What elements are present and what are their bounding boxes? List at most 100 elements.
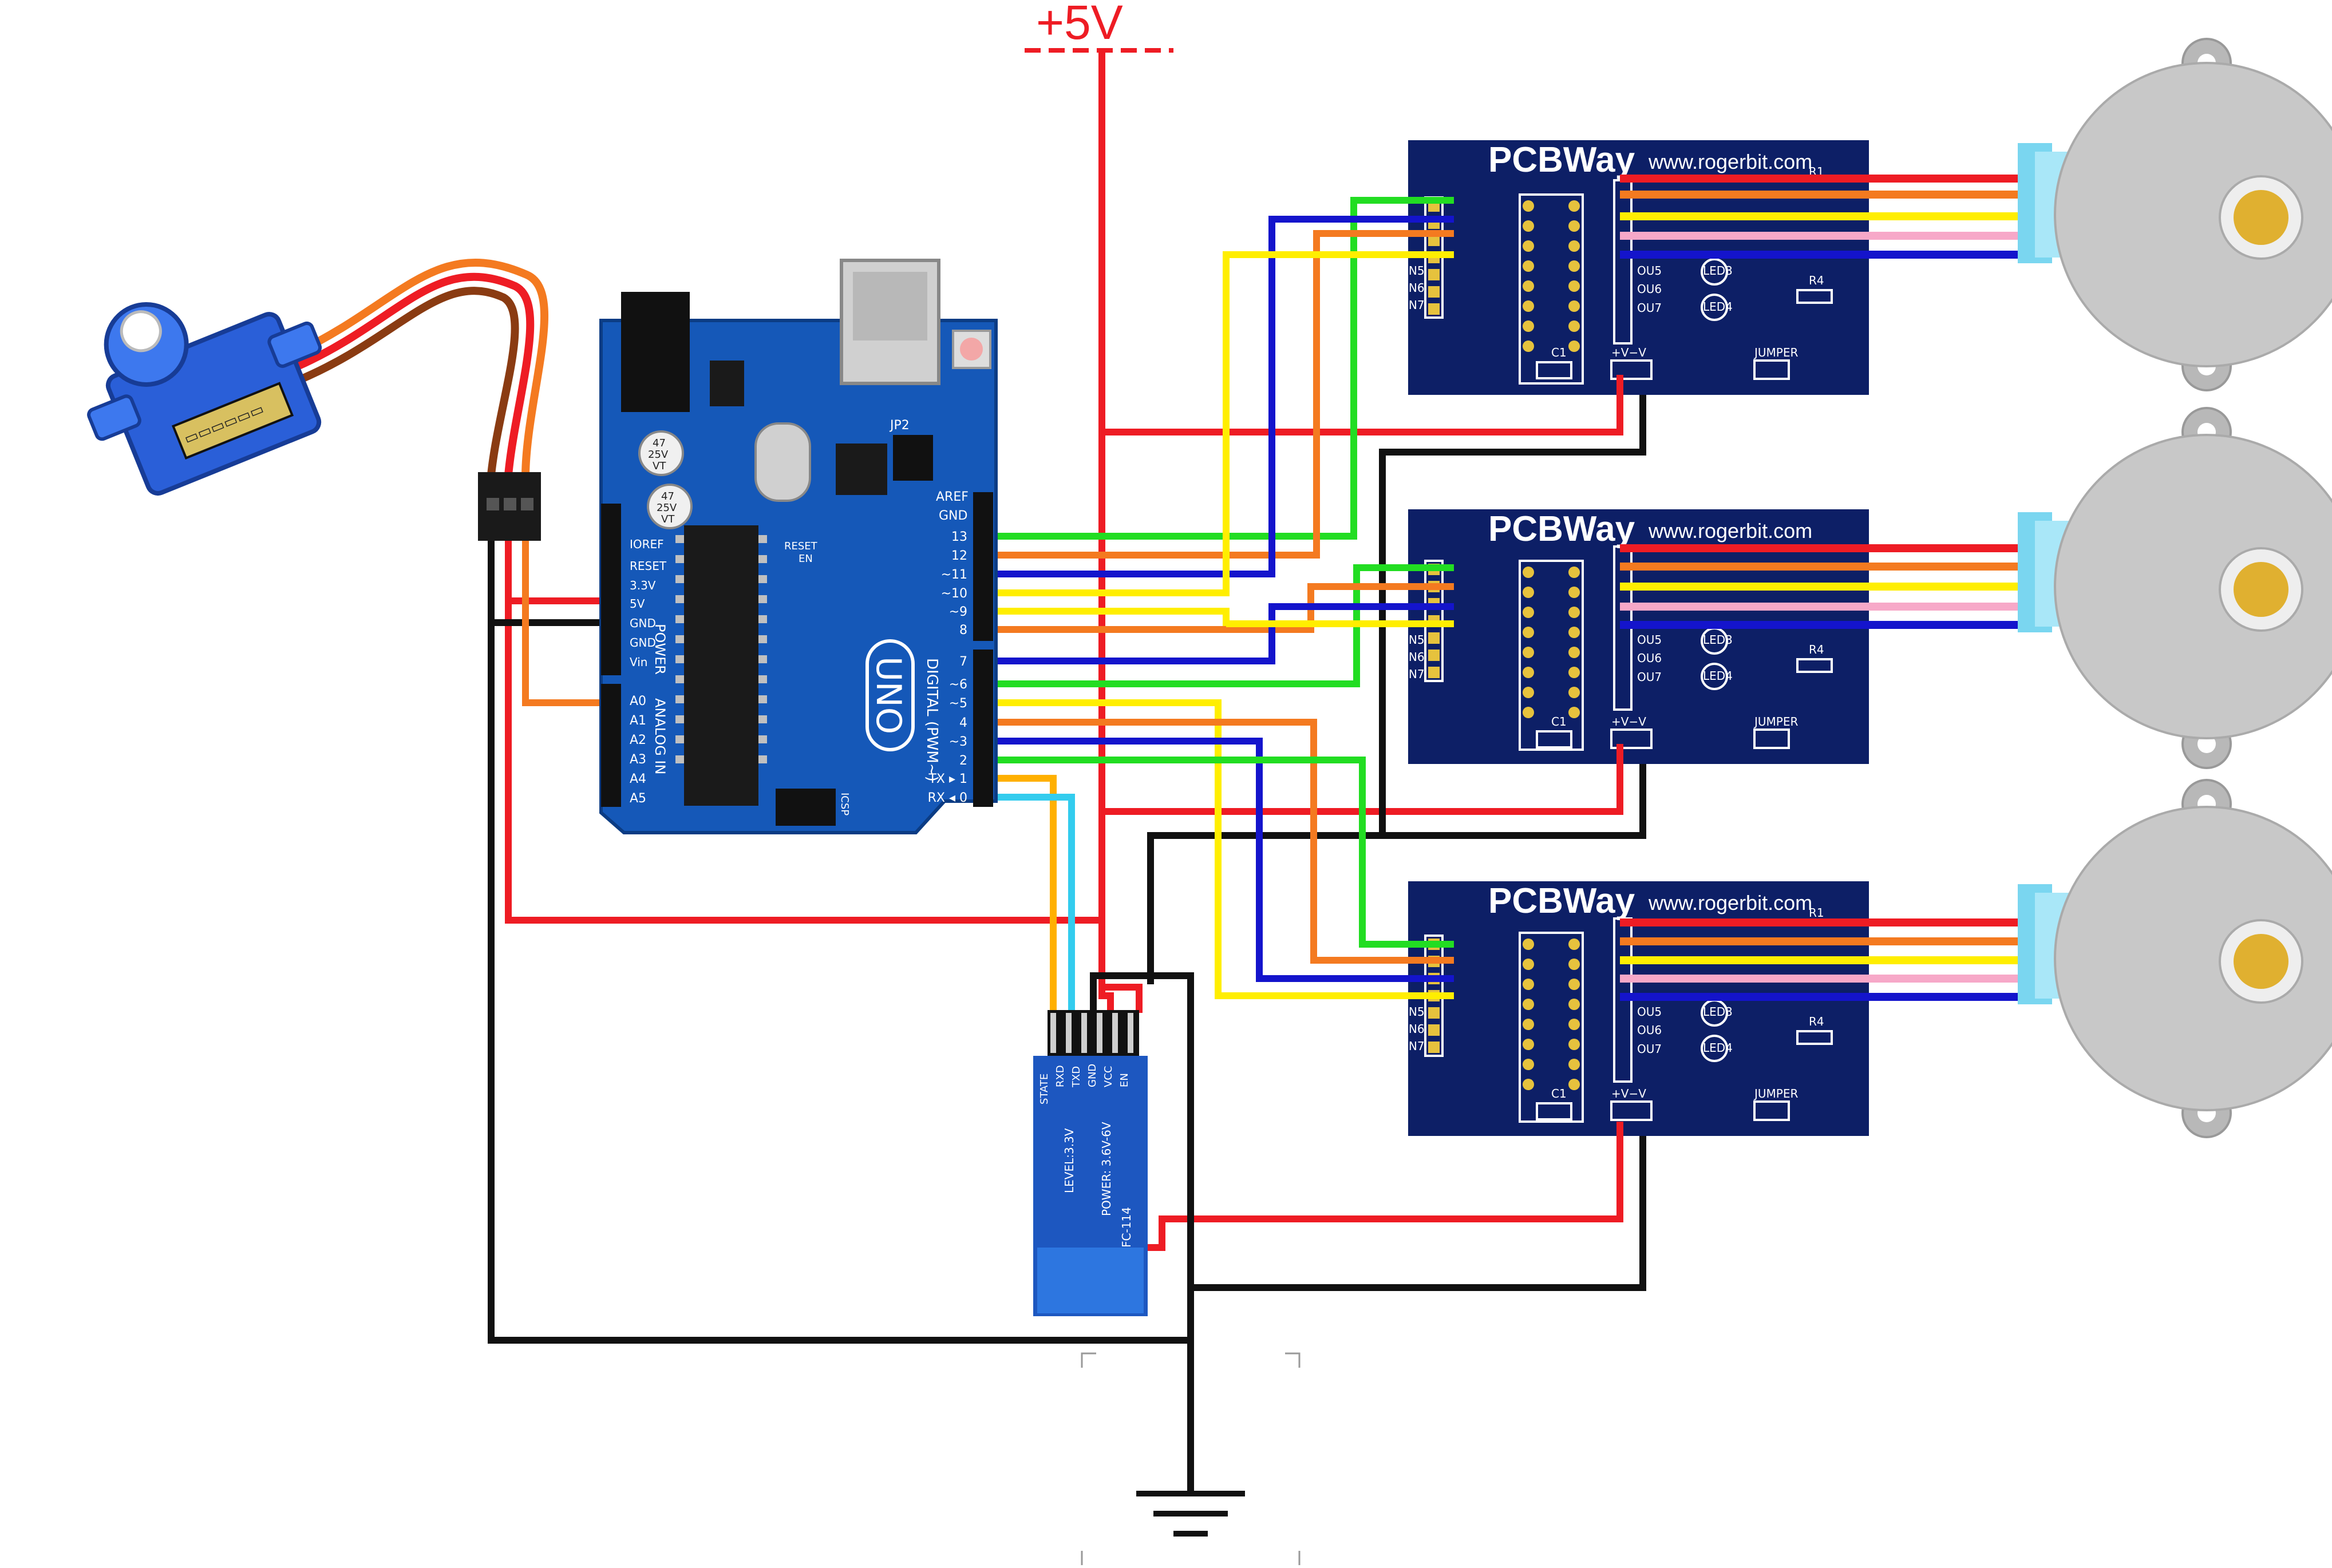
bt-model: FC-114 [1120,1207,1133,1248]
power-pin-3: GND [630,616,656,630]
jp2-header [893,435,933,481]
svg-text:+V−V: +V−V [1611,346,1646,359]
svg-text:OU7: OU7 [1637,301,1662,315]
regulator [710,361,744,406]
analog-pin-1: A1 [630,714,646,728]
svg-text:IN5: IN5 [1405,633,1425,647]
svg-text:OU5: OU5 [1637,633,1662,647]
analog-header [601,684,621,807]
analog-pin-0: A0 [630,694,646,708]
analog-pin-5: A5 [630,791,646,806]
svg-text:C1: C1 [1551,346,1567,359]
digital-pin-4: 4 [959,716,967,730]
crop-marks [1081,1352,1301,1565]
driver-1-brand: PCBWay [1488,140,1635,180]
crystal [754,422,811,502]
svg-text:R4: R4 [1809,1015,1824,1028]
power-pin-5: Vin [630,655,647,669]
servo-motor-icon: ▭▭▭▭▭▭ [87,302,322,496]
driver-2-brand: PCBWay [1488,509,1635,549]
digital-pin-10: ~10 [941,587,967,601]
driver-input-stubs [1218,197,1623,1219]
digital-pin-13: 13 [951,530,967,544]
bt-pin-state: STATE [1038,1074,1050,1104]
svg-text:IN6: IN6 [1405,281,1425,295]
analog-label: ANALOG IN [652,698,668,774]
dc-jack [621,292,690,412]
servo-cable-orange [296,258,549,476]
power-pin-1: 3.3V [630,579,656,592]
wire-5v-arduino [505,597,1102,924]
svg-text:+V−V: +V−V [1611,1087,1646,1100]
svg-text:IN6: IN6 [1405,650,1425,664]
digital-pin-11: ~11 [941,568,967,582]
stepper-motor-icon [2018,38,2332,1138]
wire-rx-cyan [985,794,1075,1013]
svg-text:JUMPER: JUMPER [1753,346,1798,359]
svg-text:R4: R4 [1809,274,1824,287]
svg-text:LED4: LED4 [1703,300,1733,314]
analog-pin-4: A4 [630,772,646,786]
svg-text:OU6: OU6 [1637,1023,1662,1037]
svg-text:JUMPER: JUMPER [1753,715,1798,728]
svg-text:C1: C1 [1551,715,1567,728]
ground-symbol-icon [1136,1491,1245,1537]
svg-text:IN7: IN7 [1405,1039,1425,1053]
reset-en-label: RESET [784,540,818,552]
digital-header-upper [973,492,993,641]
wire-gnd-driver1 [1379,372,1646,839]
bt-pin-en: EN [1118,1073,1131,1087]
icsp-label: ICSP [839,793,851,815]
power-pin-4: GND [630,636,656,650]
stepper-motor-1 [2018,38,2332,391]
svg-text:C1: C1 [1551,1087,1567,1100]
svg-text:OU6: OU6 [1637,282,1662,296]
digital-pin-5: ~5 [949,696,967,711]
gnd-label: GND [939,509,967,523]
digital-pin-1: TX ▸ 1 [928,772,967,786]
digital-pin-2: 2 [959,754,967,768]
svg-text:VT: VT [653,460,666,472]
bt-level: LEVEL:3.3V [1062,1128,1076,1193]
analog-pin-2: A2 [630,733,646,747]
usb-controller-chip [836,444,887,495]
wire-gnd-driver2 [1147,832,1382,984]
bluetooth-module: STATE RXD TXD GND VCC EN LEVEL:3.3V POWE… [1033,1010,1148,1316]
wire-tx-yellow [985,775,1057,1013]
analog-pin-3: A3 [630,753,646,767]
wire-5v-bluetooth [1102,984,1143,1013]
driver-1-site: www.rogerbit.com [1648,150,1812,173]
svg-text:IN5: IN5 [1405,264,1425,278]
driver-3-brand: PCBWay [1488,881,1635,921]
svg-text:LED3: LED3 [1703,1005,1733,1019]
bt-power: POWER: 3.6V-6V [1100,1122,1113,1216]
svg-text:LED4: LED4 [1703,1041,1733,1055]
digital-pin-9: ~9 [949,605,967,619]
svg-text:OU7: OU7 [1637,1042,1662,1056]
digital-header-lower [973,650,993,807]
svg-text:IN5: IN5 [1405,1005,1425,1019]
svg-text:47: 47 [653,437,666,449]
atmega-pins [675,535,767,763]
digital-pin-6: ~6 [949,678,967,692]
servo-connector [478,472,541,541]
motor-wire-overlay [1620,175,2023,1001]
digital-pin-8: 8 [959,623,967,638]
digital-pin-labels: 13 12 ~11 ~10 ~9 8 7 ~6 ~5 4 ~3 2 TX ▸ 1… [928,530,967,805]
power-pin-2: 5V [630,597,645,611]
digital-pin-12: 12 [951,549,967,563]
svg-text:IN7: IN7 [1405,667,1425,681]
wire-gnd-bt [1090,972,1194,1340]
digital-label: DIGITAL (PWM~) [923,658,940,782]
svg-text:R4: R4 [1809,643,1824,656]
bt-pin-txd: TXD [1070,1066,1082,1088]
digital-pin-3: ~3 [949,735,967,749]
power-header [601,504,621,675]
capacitor-1: 47 25V VT [638,430,684,476]
bt-pin-gnd: GND [1086,1064,1098,1087]
svg-text:IN6: IN6 [1405,1022,1425,1036]
aref-label: AREF [936,490,969,504]
svg-text:OU5: OU5 [1637,1005,1662,1019]
svg-text:OU5: OU5 [1637,264,1662,278]
arduino-uno-board: 47 25V VT 47 25V VT JP2 [599,259,998,834]
